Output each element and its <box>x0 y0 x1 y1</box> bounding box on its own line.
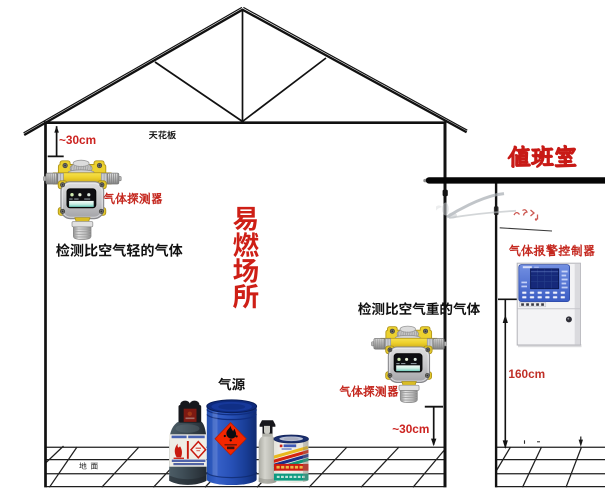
svg-text:~30cm: ~30cm <box>59 133 96 147</box>
svg-text:~30cm: ~30cm <box>392 422 429 436</box>
svg-text:160cm: 160cm <box>508 367 545 381</box>
